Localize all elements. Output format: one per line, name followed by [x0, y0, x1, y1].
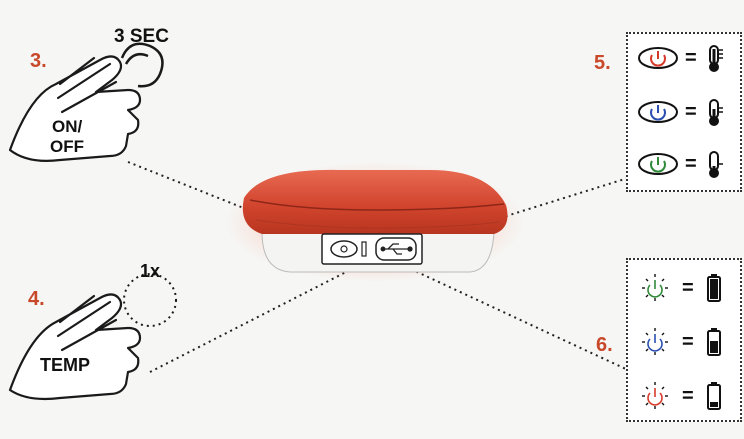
step-3-label: 3.: [30, 50, 47, 72]
connector-temp-panel: [499, 177, 629, 219]
temp-row-medium: =: [638, 99, 723, 126]
step-4-label: 4.: [28, 288, 45, 310]
temp-row-low: =: [638, 151, 723, 178]
battery-row-low: =: [642, 382, 721, 410]
connector-onoff: [127, 161, 335, 245]
onoff-button-label-line2: OFF: [50, 137, 84, 156]
temperature-legend-icons: = =: [638, 45, 723, 178]
svg-text:=: =: [682, 385, 694, 407]
temp-row-high: =: [638, 45, 723, 72]
svg-text:=: =: [685, 153, 697, 175]
device-power-button: [330, 240, 358, 258]
step-6-label: 6.: [596, 334, 613, 356]
step-5-label: 5.: [594, 52, 611, 74]
onoff-press-duration: 3 SEC: [114, 26, 169, 47]
temp-button-label: TEMP: [40, 355, 91, 375]
svg-text:=: =: [682, 277, 694, 299]
battery-row-medium: =: [642, 328, 721, 356]
temp-press-count: 1x: [140, 261, 161, 281]
battery-legend-panel: =: [626, 258, 742, 422]
device-shell: [242, 169, 508, 234]
temperature-legend-panel: = =: [626, 32, 742, 192]
battery-row-full: =: [642, 274, 721, 302]
onoff-button-label-line1: ON/: [52, 117, 83, 136]
battery-legend-icons: =: [642, 274, 721, 410]
hand-temp-icon: [8, 273, 177, 401]
svg-text:=: =: [685, 47, 697, 69]
hand-onoff-icon: [8, 42, 164, 162]
connector-temp: [149, 269, 351, 373]
svg-text:=: =: [682, 331, 694, 353]
svg-text:=: =: [685, 101, 697, 123]
